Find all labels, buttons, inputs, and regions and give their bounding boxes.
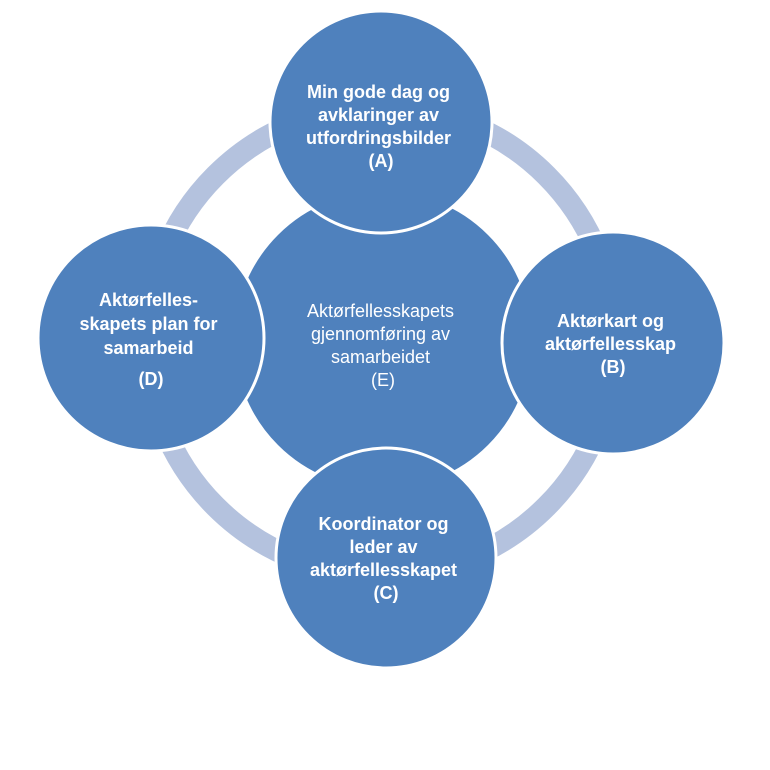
svg-text:Koordinator og leder av: Koordinator og leder av aktørfellesskape… bbox=[310, 514, 462, 603]
svg-text:Aktørfelles- skapets pla: Aktørfelles- skapets plan for samarbeid … bbox=[79, 290, 222, 389]
node-a-line-4: (A) bbox=[369, 151, 394, 171]
node-e-line-2: gjennomføring av bbox=[311, 324, 450, 344]
node-e: Aktørfellesskapets gjennomføring av sama… bbox=[231, 188, 535, 492]
node-d-line-2: skapets plan for bbox=[79, 314, 217, 334]
node-b-line-3: (B) bbox=[601, 357, 626, 377]
node-c-line-3: aktørfellesskapet bbox=[310, 560, 457, 580]
node-b-circle bbox=[500, 230, 726, 456]
node-c-line-1: Koordinator og bbox=[319, 514, 449, 534]
node-c-line-2: leder av bbox=[349, 537, 417, 557]
node-d-line-5: (D) bbox=[139, 369, 164, 389]
node-b-line-2: aktørfellesskap bbox=[545, 334, 676, 354]
node-a-circle bbox=[268, 9, 494, 235]
node-b-line-1: Aktørkart og bbox=[557, 311, 664, 331]
node-a-line-1: Min gode dag og bbox=[307, 82, 450, 102]
node-c-circle bbox=[274, 446, 498, 670]
node-a-line-3: utfordringsbilder bbox=[306, 128, 451, 148]
node-e-line-3: samarbeidet bbox=[331, 347, 430, 367]
node-e-line-1: Aktørfellesskapets bbox=[307, 301, 454, 321]
node-a: Min gode dag og avklaringer av utfordrin… bbox=[268, 9, 494, 235]
node-c-line-4: (C) bbox=[374, 583, 399, 603]
node-d-line-3: samarbeid bbox=[103, 338, 193, 358]
node-e-line-4: (E) bbox=[371, 370, 395, 390]
node-d-circle bbox=[36, 223, 266, 453]
node-d-line-1: Aktørfelles- bbox=[99, 290, 198, 310]
node-a-line-2: avklaringer av bbox=[318, 105, 439, 125]
svg-text:Aktørkart og aktørfelles: Aktørkart og aktørfellesskap (B) bbox=[545, 311, 681, 377]
svg-text:Aktørfellesskapets gjenn: Aktørfellesskapets gjennomføring av sama… bbox=[307, 301, 459, 390]
node-d: Aktørfelles- skapets plan for samarbeid … bbox=[36, 223, 266, 453]
node-b: Aktørkart og aktørfellesskap (B) bbox=[500, 230, 726, 456]
node-c: Koordinator og leder av aktørfellesskape… bbox=[274, 446, 498, 670]
svg-text:Min gode dag og avklari: Min gode dag og avklaringer av utfordrin… bbox=[306, 82, 456, 171]
